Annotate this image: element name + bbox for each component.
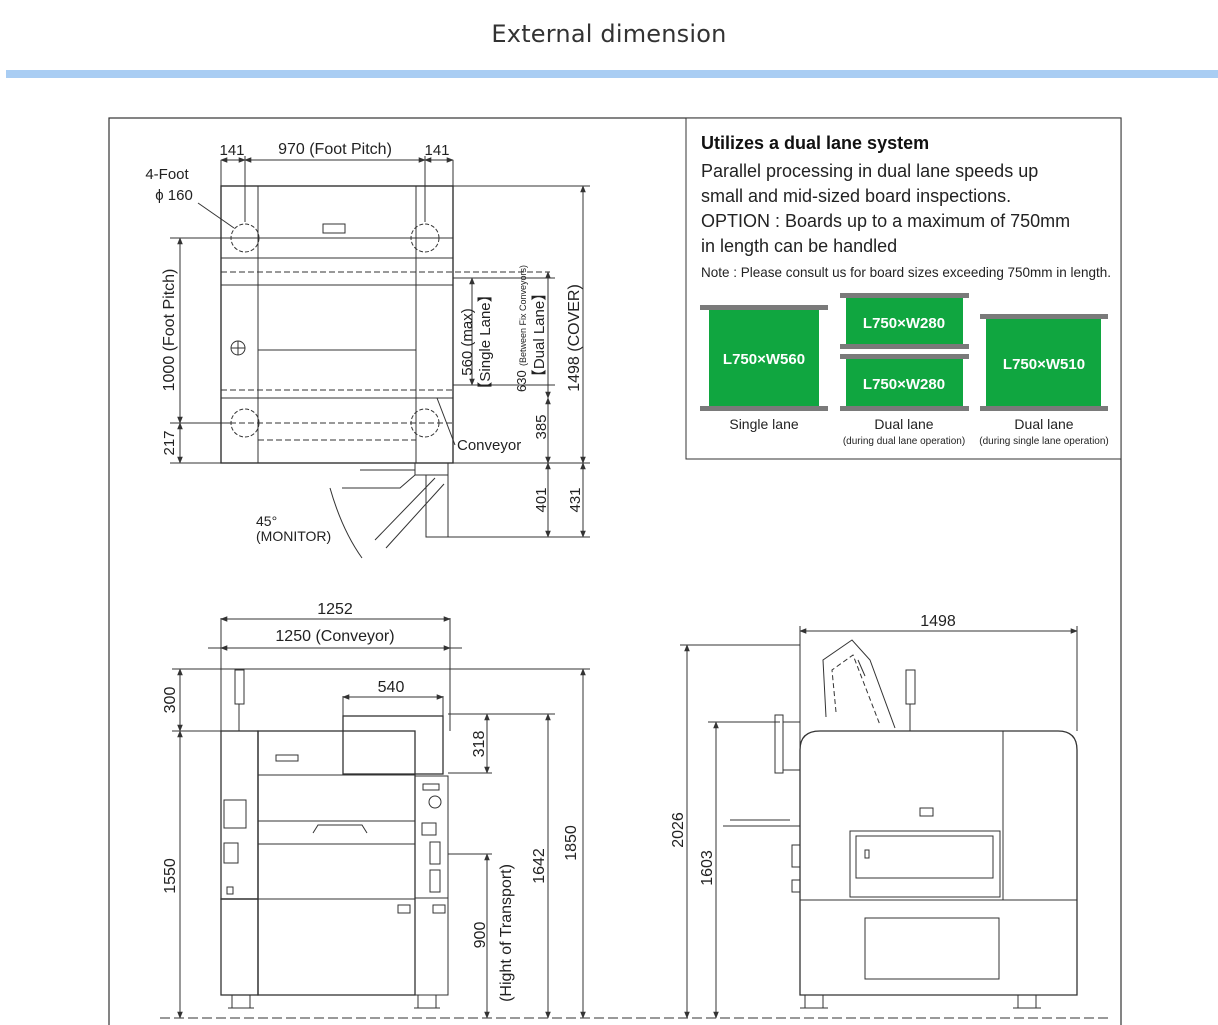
dim-foot-pitch-width: 970 (Foot Pitch) (278, 141, 392, 158)
dim-540: 540 (378, 679, 405, 696)
dim-dual-lane-small: (Between Fix Conveyors) (518, 265, 528, 366)
info-line-4: in length can be handled (701, 236, 897, 256)
dim-1550: 1550 (162, 858, 179, 894)
dim-1642: 1642 (531, 848, 548, 884)
dim-141-right: 141 (424, 142, 449, 159)
dim-401: 401 (533, 487, 550, 512)
drawing-frame (108, 117, 1122, 1025)
caption-single-lane: Single lane (729, 416, 798, 432)
caption-dual-lane: Dual lane (874, 416, 933, 432)
caption-dual-lane-2: Dual lane (1014, 416, 1073, 432)
board-single-label: L750×W560 (723, 351, 805, 368)
top-view (170, 156, 590, 559)
front-monitor (342, 715, 444, 775)
monitor-angle: 45° (256, 513, 277, 529)
side-body (799, 730, 1078, 996)
dim-foot-pitch-height: 1000 (Foot Pitch) (161, 269, 178, 392)
side-window (849, 830, 1001, 898)
info-line-1: Parallel processing in dual lane speeds … (701, 161, 1038, 181)
caption-dual-lane-sub: (during dual lane operation) (843, 436, 965, 447)
dim-900: 900 (472, 922, 489, 949)
rail (840, 344, 969, 349)
rail (840, 406, 969, 411)
dim-2026: 2026 (670, 812, 687, 848)
top-view-vent (322, 223, 346, 234)
side-lower-panel (864, 917, 1000, 980)
rail (840, 293, 969, 298)
title-divider (6, 70, 1218, 78)
dim-300: 300 (162, 687, 179, 714)
dim-1603: 1603 (699, 850, 716, 886)
dim-cover: 1498 (COVER) (566, 284, 583, 392)
dim-single-lane-note: 【Single Lane】 (477, 287, 494, 396)
info-line-3: OPTION : Boards up to a maximum of 750mm (701, 211, 1070, 231)
side-signal-tower (905, 669, 916, 705)
rail (840, 354, 969, 359)
rail (700, 305, 828, 310)
board-single-mode-label: L750×W510 (1003, 356, 1085, 373)
foot-count-label: 4-Foot (145, 166, 189, 183)
front-left-tower (220, 730, 259, 900)
board-dual-bottom (846, 359, 963, 406)
page-title: External dimension (491, 20, 727, 48)
info-heading: Utilizes a dual lane system (701, 133, 929, 153)
rail (700, 406, 828, 411)
dim-transport-height: (Hight of Transport) (498, 864, 515, 1002)
dim-318: 318 (471, 731, 488, 758)
side-view-labels: 1498 2026 1603 (670, 613, 956, 886)
signal-tower (234, 669, 245, 705)
top-view-labels: 4-Foot ϕ 160 141 970 (Foot Pitch) 141 10… (145, 141, 584, 544)
dim-dual-lane-note: 【Dual Lane】 (531, 286, 548, 384)
dim-217: 217 (161, 430, 178, 455)
rail (980, 406, 1108, 411)
board-single (709, 310, 819, 406)
dim-1850: 1850 (563, 825, 580, 861)
foot-circle (410, 408, 440, 438)
dim-385: 385 (533, 414, 550, 439)
dim-1498: 1498 (920, 613, 956, 630)
dim-single-lane: 560 (max) (459, 308, 476, 376)
side-view (680, 626, 1078, 1019)
board-dual-bottom-label: L750×W280 (863, 376, 945, 393)
dim-1250-conveyor: 1250 (Conveyor) (275, 628, 394, 645)
info-note: Note : Please consult us for board sizes… (701, 264, 1111, 280)
front-control-panel (414, 775, 449, 899)
dual-lane-info-box: Utilizes a dual lane system Parallel pro… (685, 117, 1122, 460)
monitor-label: (MONITOR) (256, 528, 331, 544)
board-dual-top-label: L750×W280 (863, 315, 945, 332)
foot-circle (410, 223, 440, 253)
monitor-swing-arc (329, 487, 363, 559)
board-single-mode (986, 319, 1101, 406)
conveyor-label: Conveyor (457, 437, 521, 454)
front-view-labels: 1252 1250 (Conveyor) 540 300 318 1550 90… (162, 601, 580, 1002)
dim-431: 431 (567, 487, 584, 512)
dim-1252: 1252 (317, 601, 353, 618)
top-view-body (220, 185, 454, 464)
dim-dual-lane-value: 630 (514, 370, 529, 392)
dim-141-left: 141 (219, 142, 244, 159)
caption-dual-lane-2-sub: (during single lane operation) (979, 436, 1109, 447)
front-view (160, 616, 1110, 1019)
info-line-2: small and mid-sized board inspections. (701, 186, 1011, 206)
side-monitor (774, 714, 784, 774)
front-body (257, 730, 416, 996)
board-dual-top (846, 298, 963, 344)
rail (980, 314, 1108, 319)
foot-diameter-label: ϕ 160 (155, 187, 193, 204)
